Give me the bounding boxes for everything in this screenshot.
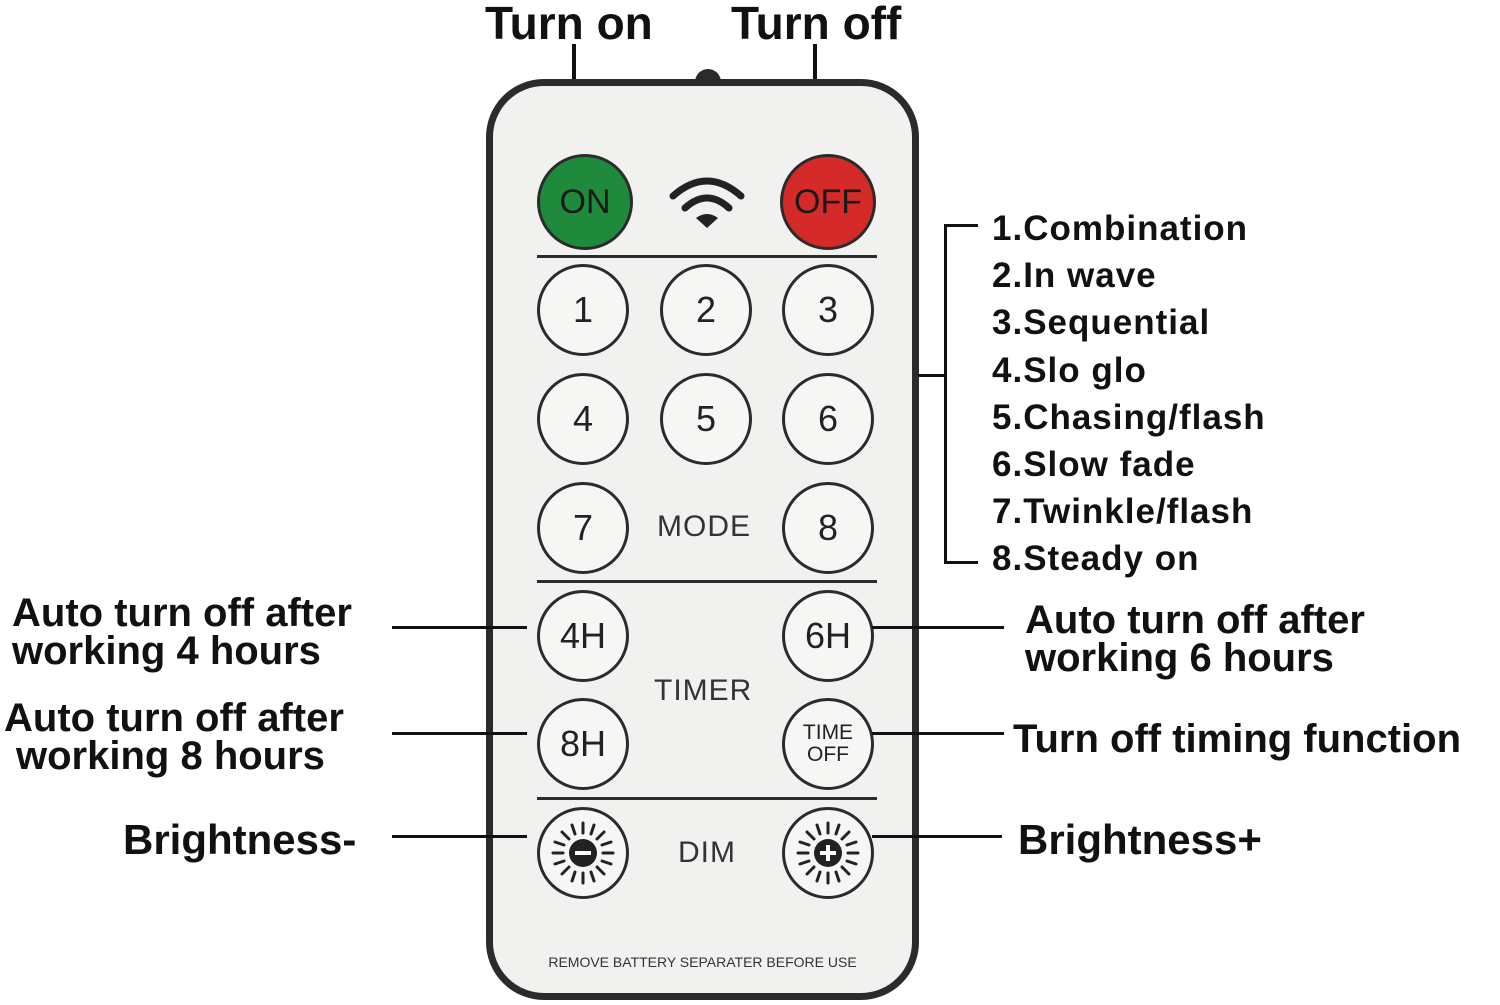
separator-mode xyxy=(537,580,877,583)
callout-brightness-minus-leader xyxy=(392,835,527,838)
dim-label: DIM xyxy=(678,836,736,869)
mode-bracket-top xyxy=(944,224,978,227)
mode-label: MODE xyxy=(657,510,751,543)
brightness-minus-button[interactable] xyxy=(537,807,629,899)
battery-footer-text: REMOVE BATTERY SEPARATER BEFORE USE xyxy=(548,954,857,970)
callout-4h-leader xyxy=(392,626,527,629)
mode-bracket-bottom xyxy=(944,561,978,564)
mode-item-5: 5.Chasing/flash xyxy=(992,397,1266,437)
off-button[interactable]: OFF xyxy=(780,154,876,250)
mode-list: 1.Combination 2.In wave 3.Sequential 4.S… xyxy=(992,205,1266,583)
mode-item-4: 4.Slo glo xyxy=(992,350,1147,390)
turn-off-label: Turn off xyxy=(731,0,902,49)
callout-brightness-plus-leader xyxy=(872,835,1002,838)
mode-button-7[interactable]: 7 xyxy=(537,482,629,574)
callout-time-off: Turn off timing function xyxy=(1013,717,1462,761)
mode-button-8[interactable]: 8 xyxy=(782,482,874,574)
mode-item-6: 6.Slow fade xyxy=(992,445,1196,485)
mode-item-7: 7.Twinkle/flash xyxy=(992,492,1254,532)
brightness-plus-icon xyxy=(796,821,860,885)
mode-button-1[interactable]: 1 xyxy=(537,264,629,356)
callout-6h: Auto turn off after working 6 hours xyxy=(1025,598,1365,680)
mode-button-5[interactable]: 5 xyxy=(660,373,752,465)
timer-8h-button[interactable]: 8H xyxy=(537,698,629,790)
callout-brightness-plus: Brightness+ xyxy=(1018,816,1262,863)
mode-button-3[interactable]: 3 xyxy=(782,264,874,356)
callout-4h: Auto turn off after working 4 hours xyxy=(12,591,352,673)
brightness-minus-icon xyxy=(551,821,615,885)
callout-brightness-minus: Brightness- xyxy=(123,816,357,863)
mode-item-1: 1.Combination xyxy=(992,209,1249,248)
on-button-label: ON xyxy=(559,182,611,221)
callout-6h-leader xyxy=(872,626,1004,629)
mode-bracket-vertical xyxy=(944,224,947,564)
mode-item-3: 3.Sequential xyxy=(992,303,1211,343)
mode-bracket-connector xyxy=(918,374,946,377)
mode-button-6[interactable]: 6 xyxy=(782,373,874,465)
timer-4h-button[interactable]: 4H xyxy=(537,590,629,682)
timer-label: TIMER xyxy=(654,674,753,707)
mode-item-8: 8.Steady on xyxy=(992,539,1200,579)
callout-8h-leader xyxy=(392,732,527,735)
timer-6h-button[interactable]: 6H xyxy=(782,590,874,682)
brightness-plus-button[interactable] xyxy=(782,807,874,899)
wifi-icon xyxy=(669,177,745,228)
callout-time-off-leader xyxy=(872,732,1004,735)
callout-8h: Auto turn off after working 8 hours xyxy=(4,696,344,778)
mode-item-2: 2.In wave xyxy=(992,256,1157,296)
time-off-button[interactable]: TIME OFF xyxy=(782,698,874,790)
mode-button-4[interactable]: 4 xyxy=(537,373,629,465)
on-button[interactable]: ON xyxy=(537,154,633,250)
separator-top xyxy=(537,255,877,258)
mode-button-2[interactable]: 2 xyxy=(660,264,752,356)
off-button-label: OFF xyxy=(794,182,862,221)
turn-on-label: Turn on xyxy=(485,0,653,49)
separator-timer xyxy=(537,797,877,800)
